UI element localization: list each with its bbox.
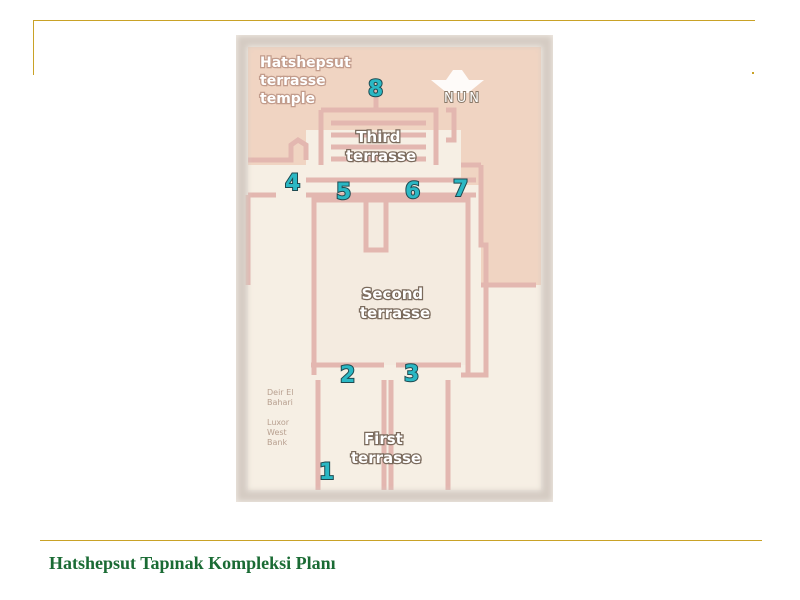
- marker-1: 1: [319, 460, 334, 485]
- marker-2: 2: [340, 363, 355, 388]
- nun-compass-icon: [431, 70, 484, 93]
- frame-dot: [752, 72, 754, 74]
- marker-5: 5: [336, 180, 351, 205]
- plan-title-line-1: Hatshepsut: [260, 55, 351, 71]
- location-luxor-west-bank: Luxor West Bank: [267, 418, 292, 447]
- second-terrace-area: [316, 200, 466, 365]
- marker-3: 3: [404, 362, 419, 387]
- compass-label: NUN: [444, 91, 482, 106]
- plan-title-line-2: terrasse: [260, 73, 326, 89]
- first-terrace-label: First terrasse: [351, 430, 421, 467]
- cliff-region: [248, 47, 541, 285]
- temple-plan-image: NUN Hatshepsut terrasse temple Third ter…: [236, 35, 553, 502]
- plan-title-line-3: temple: [260, 91, 315, 107]
- slide-caption: Hatshepsut Tapınak Kompleksi Planı: [49, 553, 336, 573]
- marker-4: 4: [285, 171, 300, 196]
- marker-6: 6: [405, 179, 420, 204]
- frame-left-line: [33, 20, 34, 75]
- second-terrace-label: Second terrasse: [360, 285, 430, 322]
- temple-plan-svg: NUN Hatshepsut terrasse temple Third ter…: [237, 36, 552, 501]
- third-terrace-label: Third terrasse: [346, 128, 416, 165]
- temple-walls: [245, 85, 536, 490]
- location-deir-el-bahari: Deir El Bahari: [267, 388, 296, 407]
- frame-bottom-line: [40, 540, 762, 541]
- marker-8: 8: [368, 77, 383, 102]
- frame-top-line: [33, 20, 755, 21]
- plan-title: Hatshepsut terrasse temple: [260, 55, 356, 107]
- marker-7: 7: [453, 177, 468, 202]
- map-edge: [237, 36, 552, 501]
